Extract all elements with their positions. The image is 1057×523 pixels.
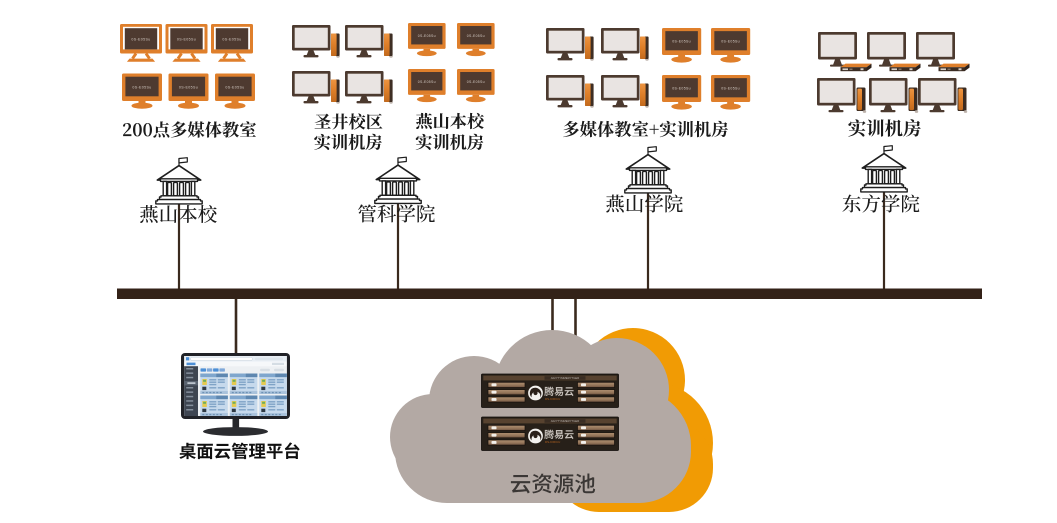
svg-text:DS-KIRICU: DS-KIRICU [545,397,560,401]
svg-text:DS-KIRICU: DS-KIRICU [545,440,560,444]
